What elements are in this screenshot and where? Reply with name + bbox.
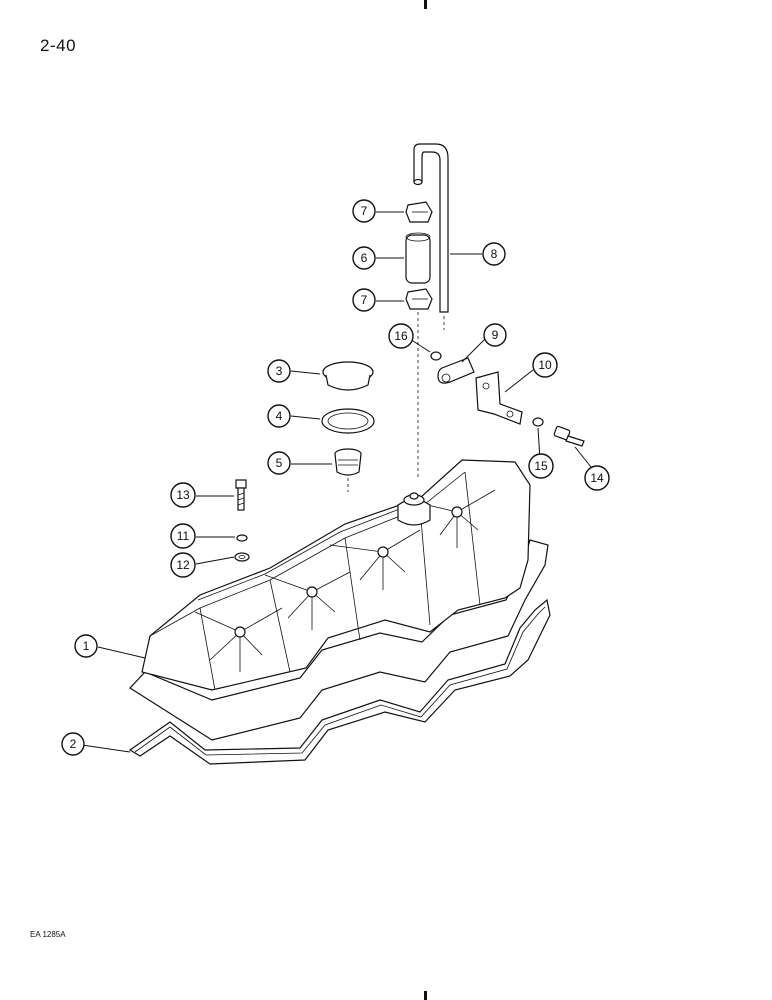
leader-lines: [81, 211, 596, 753]
callout-1: 1: [74, 634, 98, 658]
callout-8: 8: [482, 242, 506, 266]
cover-bolt: [235, 479, 247, 511]
callout-7-upper: 7: [352, 199, 376, 223]
callout-label: 15: [534, 459, 548, 473]
callout-10: 10: [532, 352, 558, 378]
callout-label: 16: [394, 329, 408, 343]
clip-washer: [430, 351, 442, 361]
page-number: 2-40: [40, 36, 77, 55]
figure-code: EA 1285A: [30, 930, 66, 939]
callout-15: 15: [528, 453, 554, 479]
callout-label: 14: [590, 471, 604, 485]
top-registration-mark: [424, 0, 427, 9]
callout-7-lower: 7: [352, 288, 376, 312]
callout-16: 16: [388, 323, 414, 349]
pipe-clip: [437, 357, 475, 384]
breather-hose: [405, 232, 431, 284]
bracket-screw: [553, 425, 585, 447]
callout-5: 5: [267, 451, 291, 475]
rocker-cover: [129, 459, 549, 741]
callout-label: 3: [276, 364, 283, 378]
support-bracket: [475, 371, 523, 425]
breather-pipe: [413, 143, 449, 478]
rubber-washer: [234, 552, 250, 562]
bracket-washer: [532, 417, 544, 427]
callout-label: 7: [361, 293, 368, 307]
callout-label: 9: [492, 328, 499, 342]
cap-seal: [321, 408, 375, 434]
callout-4: 4: [267, 404, 291, 428]
callout-13: 13: [170, 482, 196, 508]
callout-label: 5: [276, 456, 283, 470]
callout-14: 14: [584, 465, 610, 491]
callout-9: 9: [483, 323, 507, 347]
flat-washer: [236, 534, 248, 542]
callout-label: 12: [176, 558, 190, 572]
bottom-registration-mark: [424, 991, 427, 1000]
filler-cap: [322, 361, 374, 391]
callout-label: 13: [176, 488, 190, 502]
callout-label: 11: [177, 529, 190, 543]
callout-label: 7: [361, 204, 368, 218]
callout-12: 12: [170, 552, 196, 578]
callout-label: 1: [83, 639, 90, 653]
callout-3: 3: [267, 359, 291, 383]
callout-6: 6: [352, 246, 376, 270]
rocker-cover-gasket: [128, 598, 551, 765]
callout-2: 2: [61, 732, 85, 756]
callout-11: 11: [170, 523, 196, 549]
callout-label: 6: [361, 251, 368, 265]
callout-label: 2: [70, 737, 77, 751]
callout-label: 4: [276, 409, 283, 423]
hose-clip-lower: [405, 288, 433, 310]
hose-clip-upper: [405, 201, 433, 223]
callout-label: 8: [491, 247, 498, 261]
callout-label: 10: [538, 358, 552, 372]
breather-filter: [334, 448, 362, 492]
